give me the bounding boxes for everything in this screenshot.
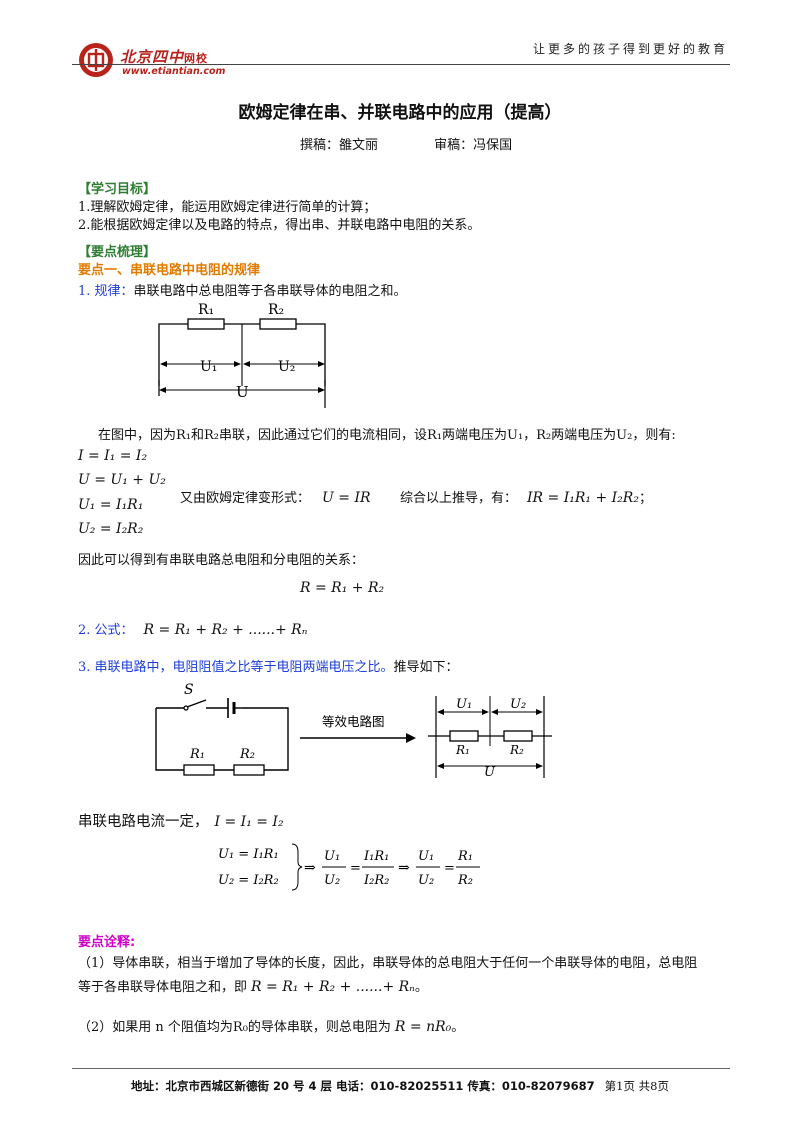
paragraph-series: 在图中，因为R₁和R₂串联，因此通过它们的电流相同，设R₁两端电压为U₁，R₂两… (98, 428, 676, 443)
slogan: 让更多的孩子得到更好的教育 (532, 42, 728, 56)
footer-rule (72, 1068, 730, 1069)
svg-text:R₁: R₁ (457, 849, 473, 864)
eq-u2: U₂ = I₂R₂ (78, 521, 144, 537)
current-line: 串联电路电流一定，I = I₁ = I₂ (78, 814, 284, 830)
point-one-title: 要点一、串联电路中电阻的规律 (78, 263, 261, 278)
svg-text:U₂: U₂ (418, 873, 434, 888)
svg-text:R₂: R₂ (457, 873, 473, 888)
d1-r2-label: R₂ (268, 302, 284, 318)
d2-switch-label: S (184, 682, 194, 698)
arrow-label: 等效电路图 (322, 714, 385, 729)
d2-r1-label: R₁ (189, 747, 205, 762)
rule-line: 1. 规律：串联电路中总电阻等于各串联导体的电阻之和。 (78, 284, 407, 299)
conclude-text: 因此可以得到有串联电路总电阻和分电阻的关系： (78, 553, 365, 568)
eq-current: I = I₁ = I₂ (78, 448, 148, 464)
page-title: 欧姆定律在串、并联电路中的应用（提高） (238, 103, 562, 123)
deriv-line1: U₁ = I₁R₁ (218, 847, 279, 862)
svg-text:U₂: U₂ (324, 873, 340, 888)
svg-text:I₂R₂: I₂R₂ (363, 873, 389, 888)
school-logo-icon (79, 43, 113, 77)
reviewer: 审稿：冯保国 (434, 138, 513, 153)
eq-u1: U₁ = I₁R₁ (78, 497, 144, 513)
equivalent-arrow: 等效电路图 (300, 714, 416, 743)
eq-total-resistance: R = R₁ + R₂ (300, 580, 385, 596)
svg-text:I₁R₁: I₁R₁ (363, 849, 389, 864)
d2-r2-label: R₂ (239, 747, 255, 762)
notes-heading: 要点诠释: (78, 935, 136, 950)
brand-url: www.etiantian.com (122, 66, 226, 77)
d1-u2-label: U₂ (278, 359, 295, 375)
points-heading: 【要点梳理】 (78, 245, 157, 260)
d3-u1-label: U₁ (456, 697, 472, 712)
ratio-derivation: U₁ = I₁R₁ U₂ = I₂R₂ ⇒ U₁ U₂ = I₁R₁ I₂R₂ … (218, 843, 480, 891)
deriv-line2: U₂ = I₂R₂ (218, 873, 279, 888)
goal-item: 1.理解欧姆定律，能运用欧姆定律进行简单的计算； (78, 200, 377, 215)
svg-text:=: = (350, 861, 361, 876)
svg-text:⇒: ⇒ (304, 860, 316, 876)
d1-u1-label: U₁ (200, 359, 217, 375)
eq-voltage: U = U₁ + U₂ (78, 472, 166, 488)
writer: 撰稿：雒文丽 (300, 138, 379, 153)
d3-u2-label: U₂ (510, 697, 526, 712)
footer-page: 第1页 共8页 (604, 1079, 669, 1093)
svg-text:U₁: U₁ (324, 849, 340, 864)
ratio-line: 3. 串联电路中，电阻阻值之比等于电阻两端电压之比。推导如下： (78, 660, 459, 675)
equivalent-circuit-diagram: U₁ U₂ R₁ R₂ U (428, 696, 552, 780)
d1-r1-label: R₁ (198, 302, 214, 318)
footer-address: 地址：北京市西城区新德街 20 号 4 层 电话：010-82025511 传真… (131, 1079, 595, 1093)
brand-name: 北京四中网校 (120, 48, 209, 66)
goals-heading: 【学习目标】 (78, 182, 157, 197)
also-line: 又由欧姆定律变形式：U = IR (180, 490, 371, 506)
combine-line: 综合以上推导，有：IR = I₁R₁ + I₂R₂； (400, 490, 652, 506)
svg-text:⇒: ⇒ (398, 860, 410, 876)
goal-item: 2.能根据欧姆定律以及电路的特点，得出串、并联电路中电阻的关系。 (78, 218, 481, 233)
svg-text:U₁: U₁ (418, 849, 434, 864)
header-rule (72, 64, 730, 65)
authors: 撰稿：雒文丽 审稿：冯保国 (300, 134, 564, 153)
d1-u-label: U (236, 383, 249, 401)
footer: 地址：北京市西城区新德街 20 号 4 层 电话：010-82025511 传真… (0, 1078, 800, 1094)
formula-line: 2. 公式：R = R₁ + R₂ + ......+ Rₙ (78, 622, 308, 638)
note-1a: （1）导体串联，相当于增加了导体的长度，因此，串联导体的总电阻大于任何一个串联导… (78, 956, 698, 971)
switch-circuit-diagram: S R₁ R₂ (155, 682, 289, 776)
d3-r1-label: R₁ (455, 743, 470, 757)
series-circuit-diagram: R₁ R₂ U₁ U₂ U (158, 302, 326, 408)
d3-r2-label: R₂ (509, 743, 524, 757)
svg-text:=: = (444, 861, 455, 876)
d3-u-label: U (484, 765, 496, 780)
